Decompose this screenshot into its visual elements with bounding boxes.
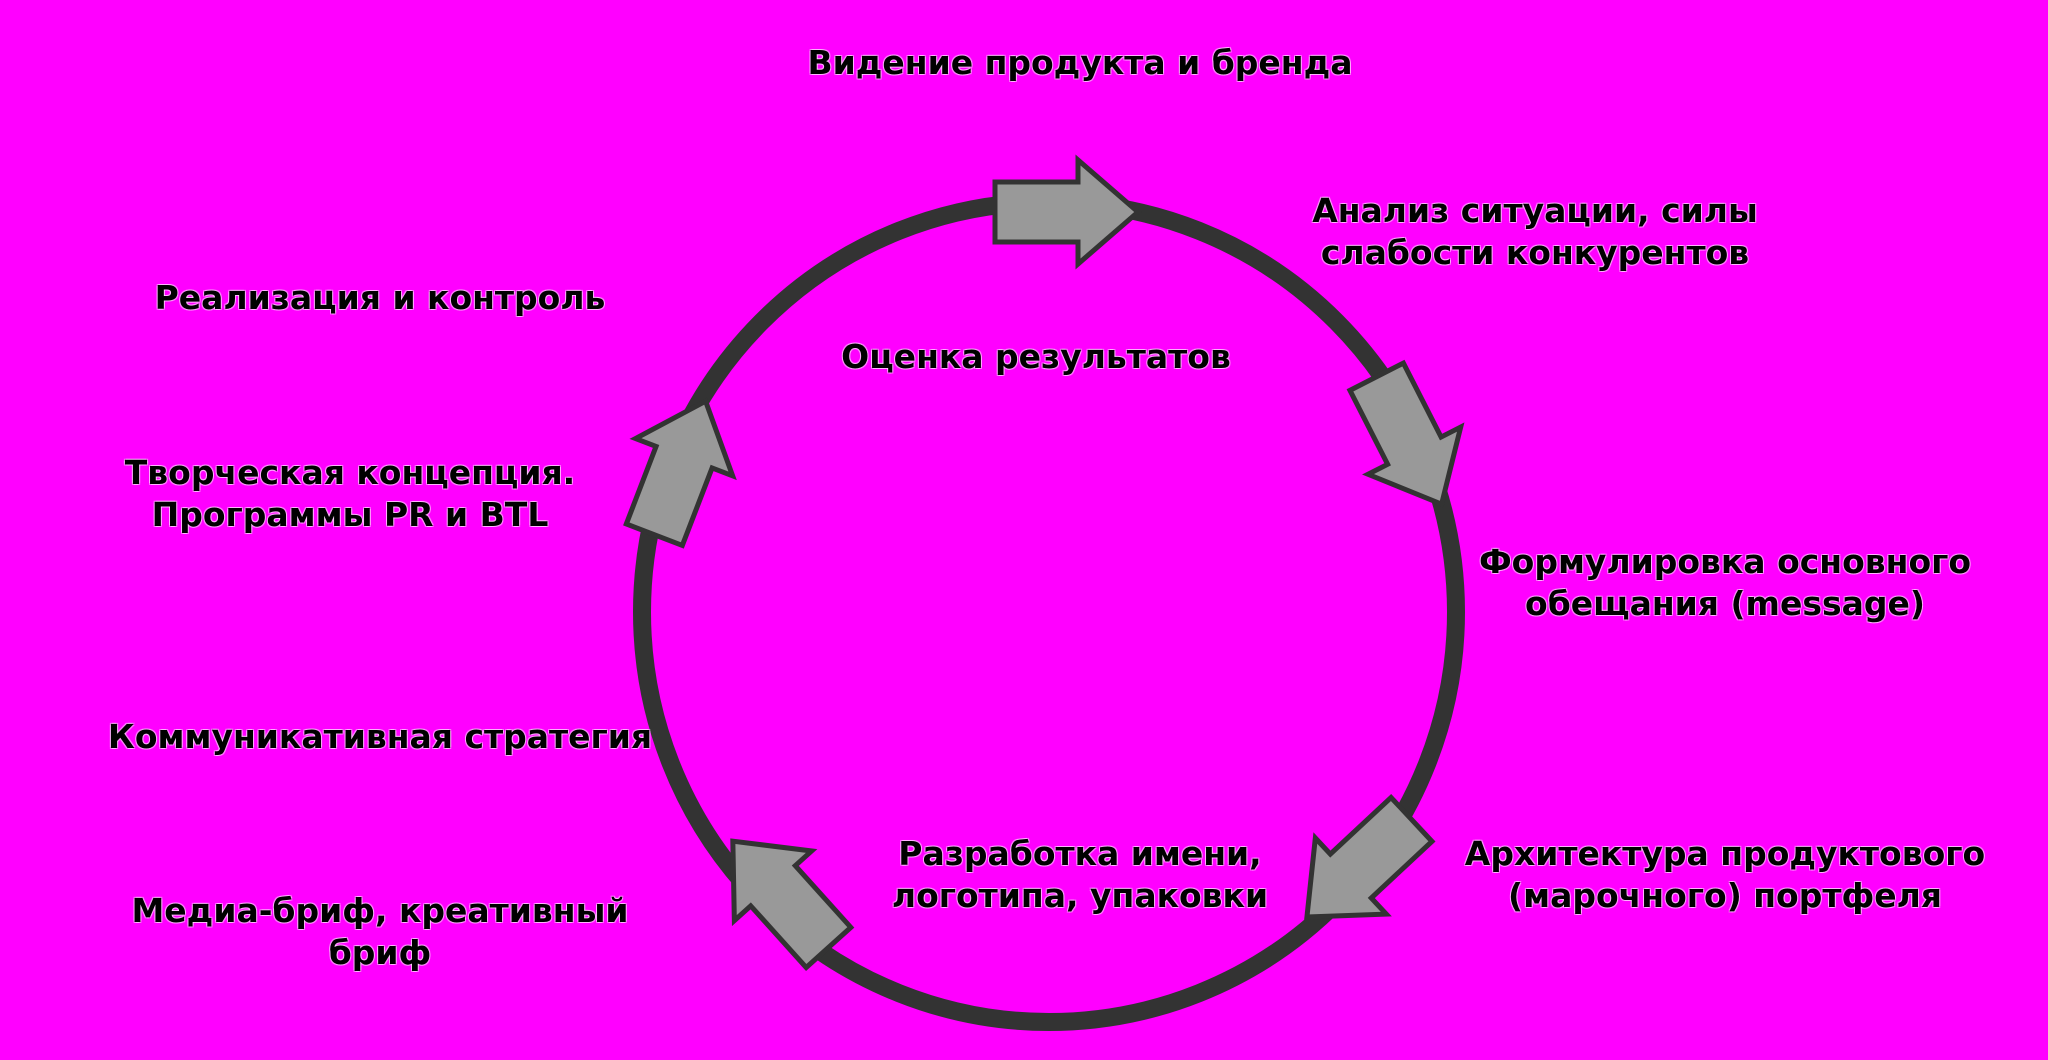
label-message: Формулировка основного обещания (message…	[1440, 541, 2010, 625]
down-left-arrow-icon	[1304, 793, 1436, 920]
arrow-bottom-left	[730, 838, 855, 972]
label-evaluation: Оценка результатов	[786, 336, 1286, 378]
label-architecture: Архитектура продуктового (марочного) пор…	[1430, 833, 2020, 917]
label-brief: Медиа-бриф, креативный бриф	[100, 890, 660, 974]
label-implementation: Реализация и контроль	[110, 277, 650, 319]
label-analysis-line-2: слабости конкурентов	[1320, 233, 1750, 272]
label-evaluation-line-1: Оценка результатов	[841, 337, 1231, 376]
label-message-line-1: Формулировка основного	[1478, 542, 1972, 581]
label-naming-line-1: Разработка имени,	[898, 834, 1262, 873]
label-concept: Творческая концепция. Программы PR и BTL	[80, 452, 620, 536]
up-arrow-icon	[623, 397, 737, 549]
label-message-line-2: обещания (message)	[1525, 584, 1925, 623]
down-right-arrow-icon	[1346, 359, 1465, 508]
label-architecture-line-2: (марочного) портфеля	[1508, 876, 1942, 915]
label-vision-line-1: Видение продукта и бренда	[807, 43, 1353, 82]
right-arrow-icon	[992, 154, 1142, 270]
arrow-right-lower	[1304, 793, 1436, 920]
label-concept-line-1: Творческая концепция.	[124, 453, 576, 492]
up-left-arrow-icon	[730, 838, 855, 972]
label-strategy-line-1: Коммуникативная стратегия	[107, 717, 653, 756]
label-implementation-line-1: Реализация и контроль	[154, 278, 606, 317]
label-strategy: Коммуникативная стратегия	[60, 716, 700, 758]
label-naming-line-2: логотипа, упаковки	[891, 876, 1269, 915]
label-brief-line-2: бриф	[328, 933, 432, 972]
arrow-top-right	[992, 154, 1142, 270]
label-brief-line-1: Медиа-бриф, креативный	[131, 891, 629, 930]
label-analysis: Анализ ситуации, силы слабости конкурент…	[1255, 190, 1815, 274]
label-vision: Видение продукта и бренда	[780, 42, 1380, 84]
arrow-right-upper	[1346, 359, 1465, 508]
label-naming: Разработка имени, логотипа, упаковки	[870, 833, 1290, 917]
arrow-left-upper	[623, 397, 737, 549]
label-architecture-line-1: Архитектура продуктового	[1464, 834, 1986, 873]
label-concept-line-2: Программы PR и BTL	[151, 495, 549, 534]
label-analysis-line-1: Анализ ситуации, силы	[1312, 191, 1758, 230]
